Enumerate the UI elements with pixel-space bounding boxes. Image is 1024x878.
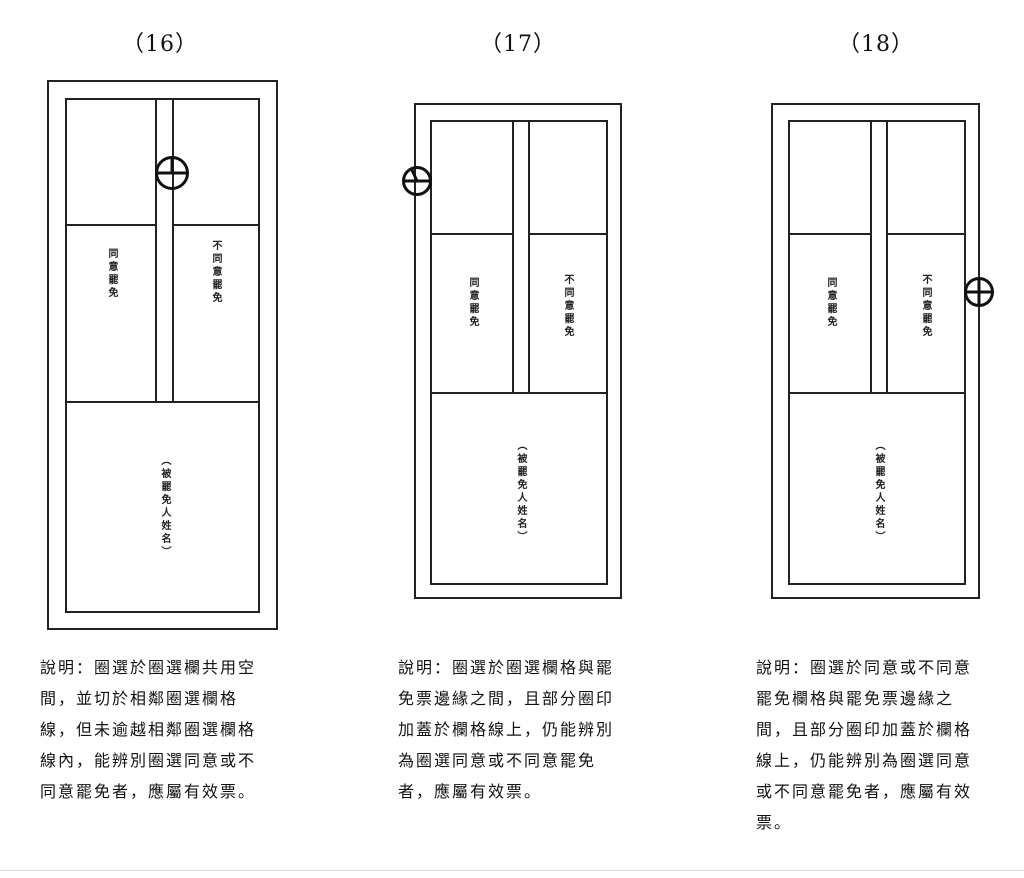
figure-18-cell-name: （被罷免人姓名） bbox=[873, 440, 884, 544]
figure-16-cell-name: （被罷免人姓名） bbox=[159, 455, 170, 559]
figure-18-title: （18） bbox=[838, 32, 914, 57]
figure-16-row-line-top-right bbox=[172, 224, 260, 226]
figure-17-row-line-top-right bbox=[528, 233, 608, 235]
figure-16-column-line-right bbox=[172, 100, 174, 403]
figure-17-stamp-icon bbox=[402, 166, 432, 196]
figure-16-cell-agree: 同意罷免 bbox=[106, 248, 117, 300]
figure-18-row-line-top-right bbox=[886, 233, 966, 235]
figure-18-row-line-top-left bbox=[790, 233, 870, 235]
figure-16-stamp-icon bbox=[155, 156, 189, 190]
figure-17-row-line-name bbox=[432, 392, 608, 394]
figure-17-inner-frame: 同意罷免 不同意罷免 （被罷免人姓名） bbox=[430, 120, 608, 585]
figure-16-title: （16） bbox=[122, 32, 198, 57]
figure-16-row-line-top-left bbox=[67, 224, 155, 226]
figure-18-stamp-icon bbox=[964, 277, 994, 307]
figure-18-column-line-right bbox=[886, 122, 888, 394]
figure-17-cell-disagree: 不同意罷免 bbox=[562, 274, 573, 339]
figure-17-title: （17） bbox=[480, 32, 556, 57]
bottom-rule bbox=[0, 870, 1024, 871]
figure-18-row-line-name bbox=[790, 392, 966, 394]
figure-17-caption: 說明：圈選於圈選欄格與罷免票邊緣之間，且部分圈印加蓋於欄格線上，仍能辨別為圈選同… bbox=[398, 658, 615, 801]
figure-18-caption: 說明：圈選於同意或不同意罷免欄格與罷免票邊緣之間，且部分圈印加蓋於欄格線上，仍能… bbox=[756, 658, 973, 832]
figure-18-column-line-left bbox=[870, 122, 872, 394]
figure-17-cell-name: （被罷免人姓名） bbox=[515, 440, 526, 544]
figure-16-column-line-left bbox=[155, 100, 157, 403]
figure-18-ballot: 同意罷免 不同意罷免 （被罷免人姓名） bbox=[771, 103, 980, 599]
figure-17-column-line-left bbox=[512, 122, 514, 394]
figure-16-inner-frame: 同意罷免 不同意罷免 （被罷免人姓名） bbox=[65, 98, 260, 613]
figure-17-column-line-right bbox=[528, 122, 530, 394]
figure-17-ballot: 同意罷免 不同意罷免 （被罷免人姓名） bbox=[414, 103, 622, 599]
figure-18-inner-frame: 同意罷免 不同意罷免 （被罷免人姓名） bbox=[788, 120, 966, 585]
figure-18-cell-agree: 同意罷免 bbox=[825, 277, 836, 329]
figure-16-caption: 說明：圈選於圈選欄共用空間，並切於相鄰圈選欄格線，但未逾越相鄰圈選欄格線內，能辨… bbox=[40, 658, 257, 801]
figure-18-cell-disagree: 不同意罷免 bbox=[920, 274, 931, 339]
figure-16-row-line-name bbox=[67, 401, 260, 403]
figure-17-row-line-top-left bbox=[432, 233, 512, 235]
figure-16-cell-disagree: 不同意罷免 bbox=[210, 240, 221, 305]
figure-17-cell-agree: 同意罷免 bbox=[467, 277, 478, 329]
